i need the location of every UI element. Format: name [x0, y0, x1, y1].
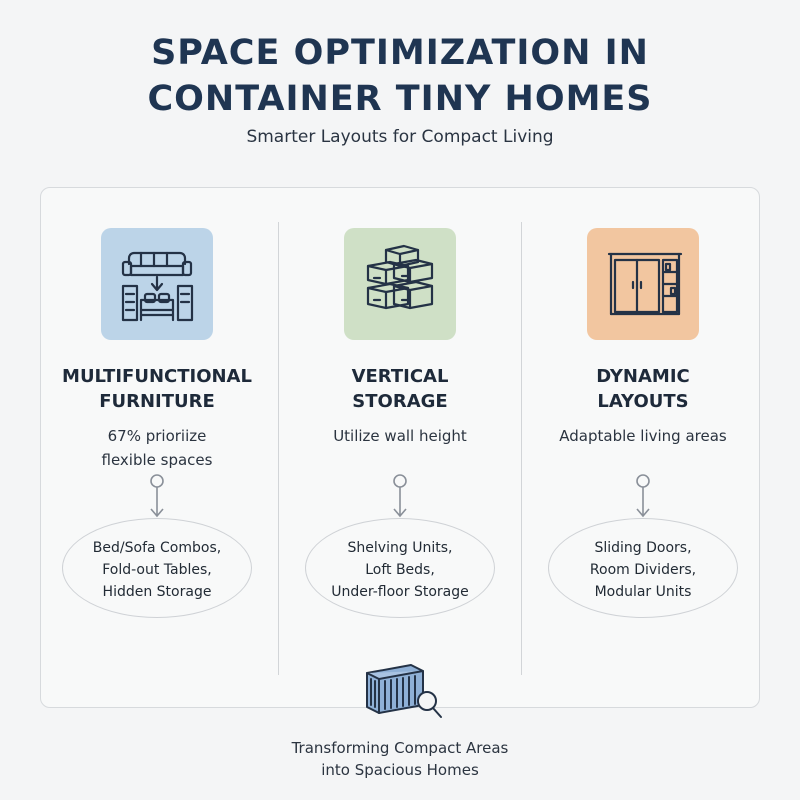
- column-description: Utilize wall height: [333, 427, 467, 445]
- shipping-container-magnifier-icon: [366, 664, 442, 718]
- connector-arrow-icon: [636, 474, 650, 518]
- examples-bubble: [548, 518, 738, 618]
- examples-list: Shelving Units, Loft Beds, Under-floor S…: [331, 540, 469, 600]
- page-title: SPACE OPTIMIZATION IN CONTAINER TINY HOM…: [0, 30, 800, 122]
- connector-arrow-icon: [393, 474, 407, 518]
- column-title: VERTICAL STORAGE: [351, 366, 449, 412]
- title-line-2: CONTAINER TINY HOMES: [147, 79, 653, 119]
- column-title: MULTIFUNCTIONAL FURNITURE: [62, 366, 252, 412]
- sofa-bed-furniture-icon: [101, 228, 213, 340]
- examples-bubble: [62, 518, 252, 618]
- examples-bubble: [305, 518, 495, 618]
- wardrobe-shelving-icon: [587, 228, 699, 340]
- column-description: 67% prioriize flexible spaces: [101, 427, 213, 469]
- examples-list: Sliding Doors, Room Dividers, Modular Un…: [589, 540, 697, 600]
- column-divider: [521, 222, 522, 675]
- examples-list: Bed/Sofa Combos, Fold-out Tables, Hidden…: [92, 540, 222, 600]
- stacked-boxes-icon: [344, 228, 456, 340]
- column-divider: [278, 222, 279, 675]
- connector-arrow-icon: [150, 474, 164, 518]
- column-description: Adaptable living areas: [559, 427, 727, 445]
- column-title: DYNAMIC LAYOUTS: [596, 366, 690, 412]
- page-subtitle: Smarter Layouts for Compact Living: [246, 127, 554, 147]
- footer-caption: Transforming Compact Areas into Spacious…: [291, 739, 509, 779]
- title-line-1: SPACE OPTIMIZATION IN: [151, 33, 649, 73]
